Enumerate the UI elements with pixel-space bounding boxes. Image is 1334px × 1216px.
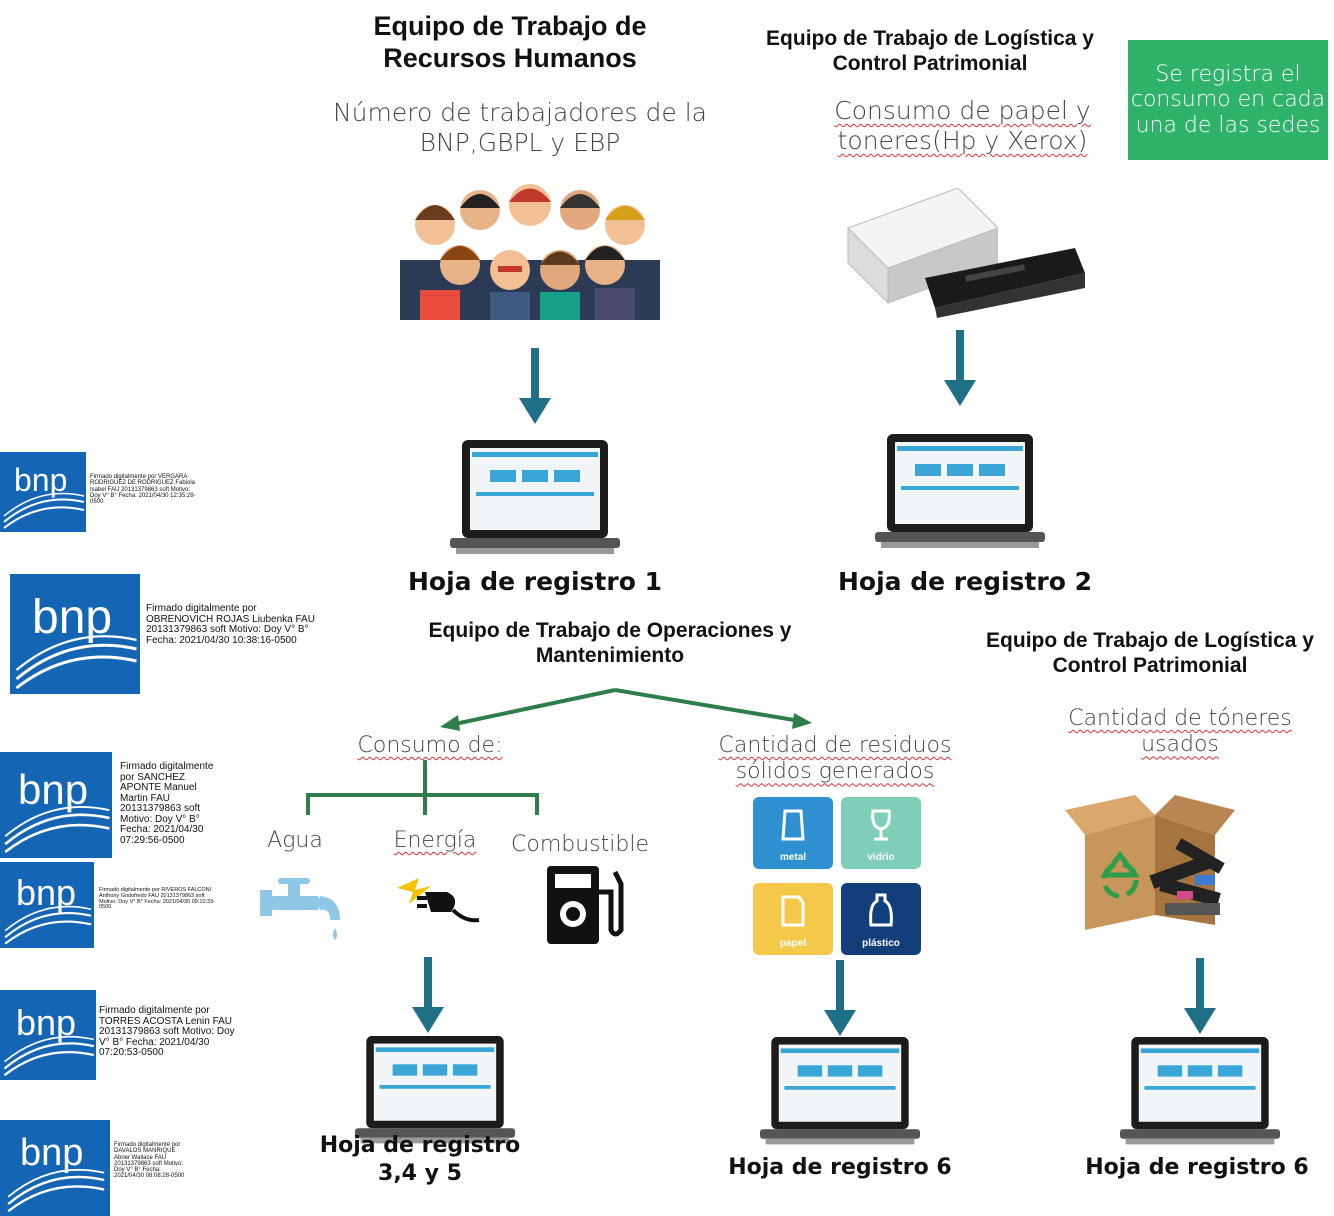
signature-text: Firmado digitalmente por OBRENOVICH ROJA… [146, 603, 315, 646]
signature-text: Firmado digitalmente por SANCHEZ APONTE … [120, 761, 214, 846]
laptop-icon [760, 1037, 920, 1145]
people-group-icon [400, 184, 660, 320]
residuos-label-text: Cantidad de residuos sólidos generados [718, 733, 952, 785]
metal-bin-icon [781, 809, 805, 841]
consumo-label: Consumo de: [335, 733, 525, 759]
bin-vidrio-label: vidrio [867, 852, 895, 863]
bnp-logo: bnp [0, 862, 94, 948]
note-sedes: Se registra el consumo en cada una de la… [1128, 40, 1328, 160]
bnp-logo-text: bnp [14, 462, 68, 498]
sheet-label-6-toneres: Hoja de registro 6 [1085, 1155, 1309, 1180]
arrow-down-icon [519, 348, 551, 424]
fuel-pump-icon [547, 866, 624, 944]
signature-stamp: bnp Firmado digitalmente por VERGARA ROD… [0, 452, 200, 532]
arrow-down-icon [412, 957, 444, 1033]
bnp-swoosh-icon [4, 806, 110, 853]
bnp-logo: bnp [0, 1120, 110, 1216]
bin-plastico: plástico [841, 883, 921, 955]
signature-stamp: bnp Firmado digitalmente por TORRES ACOS… [0, 990, 240, 1080]
consumo-item-combustible: Combustible [511, 832, 649, 857]
paper-stack-icon [847, 188, 998, 305]
water-tap-icon [260, 878, 340, 940]
bin-papel-label: papel [779, 938, 807, 949]
team-title-rrhh: Equipo de Trabajo de Recursos Humanos [373, 11, 647, 74]
toner-cartridge-icon [925, 248, 1085, 318]
signature-stamp: bnp Firmado digitalmente por SANCHEZ APO… [0, 752, 230, 858]
item-trabajadores: Número de trabajadores de la BNP,GBPL y … [332, 98, 707, 157]
item-consumo-papel: Consumo de papel y toneres(Hp y Xerox) [800, 96, 1125, 156]
electric-plug-icon [397, 878, 480, 923]
arrow-down-icon [1184, 958, 1216, 1034]
bin-vidrio: vidrio [841, 797, 921, 869]
signature-text: Firmado digitalmente por VERGARA RODRIGU… [90, 474, 196, 506]
bnp-logo-text: bnp [32, 591, 113, 644]
bnp-swoosh-icon [3, 492, 85, 529]
bnp-swoosh-icon [15, 635, 137, 690]
laptop-icon [450, 440, 620, 554]
signature-stamp: bnp Firmado digitalmente por RIVEROS FAL… [0, 862, 220, 948]
signature-text: Firmado digitalmente por TORRES ACOSTA L… [99, 1005, 235, 1058]
laptop-icon [875, 434, 1045, 548]
bnp-swoosh-icon [7, 1168, 105, 1213]
branch-arrows [440, 688, 812, 731]
consumo-branch [306, 760, 539, 815]
arrow-down-icon [824, 960, 856, 1036]
bin-papel: papel [753, 883, 833, 955]
bnp-swoosh-icon [3, 1035, 95, 1077]
signature-text: Firmado digitalmente por RIVEROS FALCONI… [99, 887, 215, 911]
sheet-label-6-residuos: Hoja de registro 6 [728, 1155, 952, 1180]
laptop-icon [355, 1036, 515, 1144]
paper-bin-icon [781, 895, 805, 927]
bnp-swoosh-icon [4, 905, 92, 945]
signature-text: Firmado digitalmente por DAVALOS MANRIQU… [114, 1142, 185, 1180]
consumo-label-text: Consumo de: [357, 733, 503, 758]
item-toneres-usados: Cantidad de tóneres usados [1040, 706, 1320, 759]
sheet-label-3-4-5: Hoja de registro 3,4 y 5 [319, 1133, 521, 1186]
sheet-label-2: Hoja de registro 2 [838, 567, 1092, 596]
bnp-logo: bnp [0, 452, 86, 532]
bnp-logo: bnp [10, 574, 140, 694]
team-title-operaciones: Equipo de Trabajo de Operaciones y Mante… [428, 619, 792, 668]
consumo-item-energia: Energía [380, 828, 490, 854]
consumo-item-agua: Agua [267, 828, 323, 853]
consumo-item-energia-text: Energía [393, 828, 477, 853]
sheet-label-1: Hoja de registro 1 [408, 567, 662, 596]
bnp-logo-text: bnp [18, 766, 89, 813]
plastic-bin-icon [869, 893, 893, 927]
team-title-logistica-1: Equipo de Trabajo de Logística y Control… [766, 27, 1094, 76]
recycle-box-icon [1065, 795, 1235, 930]
item-toneres-usados-text: Cantidad de tóneres usados [1068, 706, 1292, 758]
residuos-label: Cantidad de residuos sólidos generados [695, 733, 975, 786]
item-consumo-papel-text: Consumo de papel y toneres(Hp y Xerox) [834, 96, 1091, 155]
team-title-logistica-2: Equipo de Trabajo de Logística y Control… [986, 629, 1314, 678]
bin-plastico-label: plástico [862, 938, 900, 949]
bnp-logo: bnp [0, 990, 96, 1080]
glass-bin-icon [871, 809, 891, 841]
bnp-logo: bnp [0, 752, 112, 858]
signature-stamp: bnp Firmado digitalmente por DAVALOS MAN… [0, 1120, 200, 1216]
bin-metal: metal [753, 797, 833, 869]
signature-stamp: bnp Firmado digitalmente por OBRENOVICH … [10, 574, 330, 694]
bin-metal-label: metal [779, 852, 807, 863]
bnp-logo-text: bnp [20, 1132, 84, 1174]
arrow-down-icon [944, 330, 976, 406]
laptop-icon [1120, 1037, 1280, 1145]
